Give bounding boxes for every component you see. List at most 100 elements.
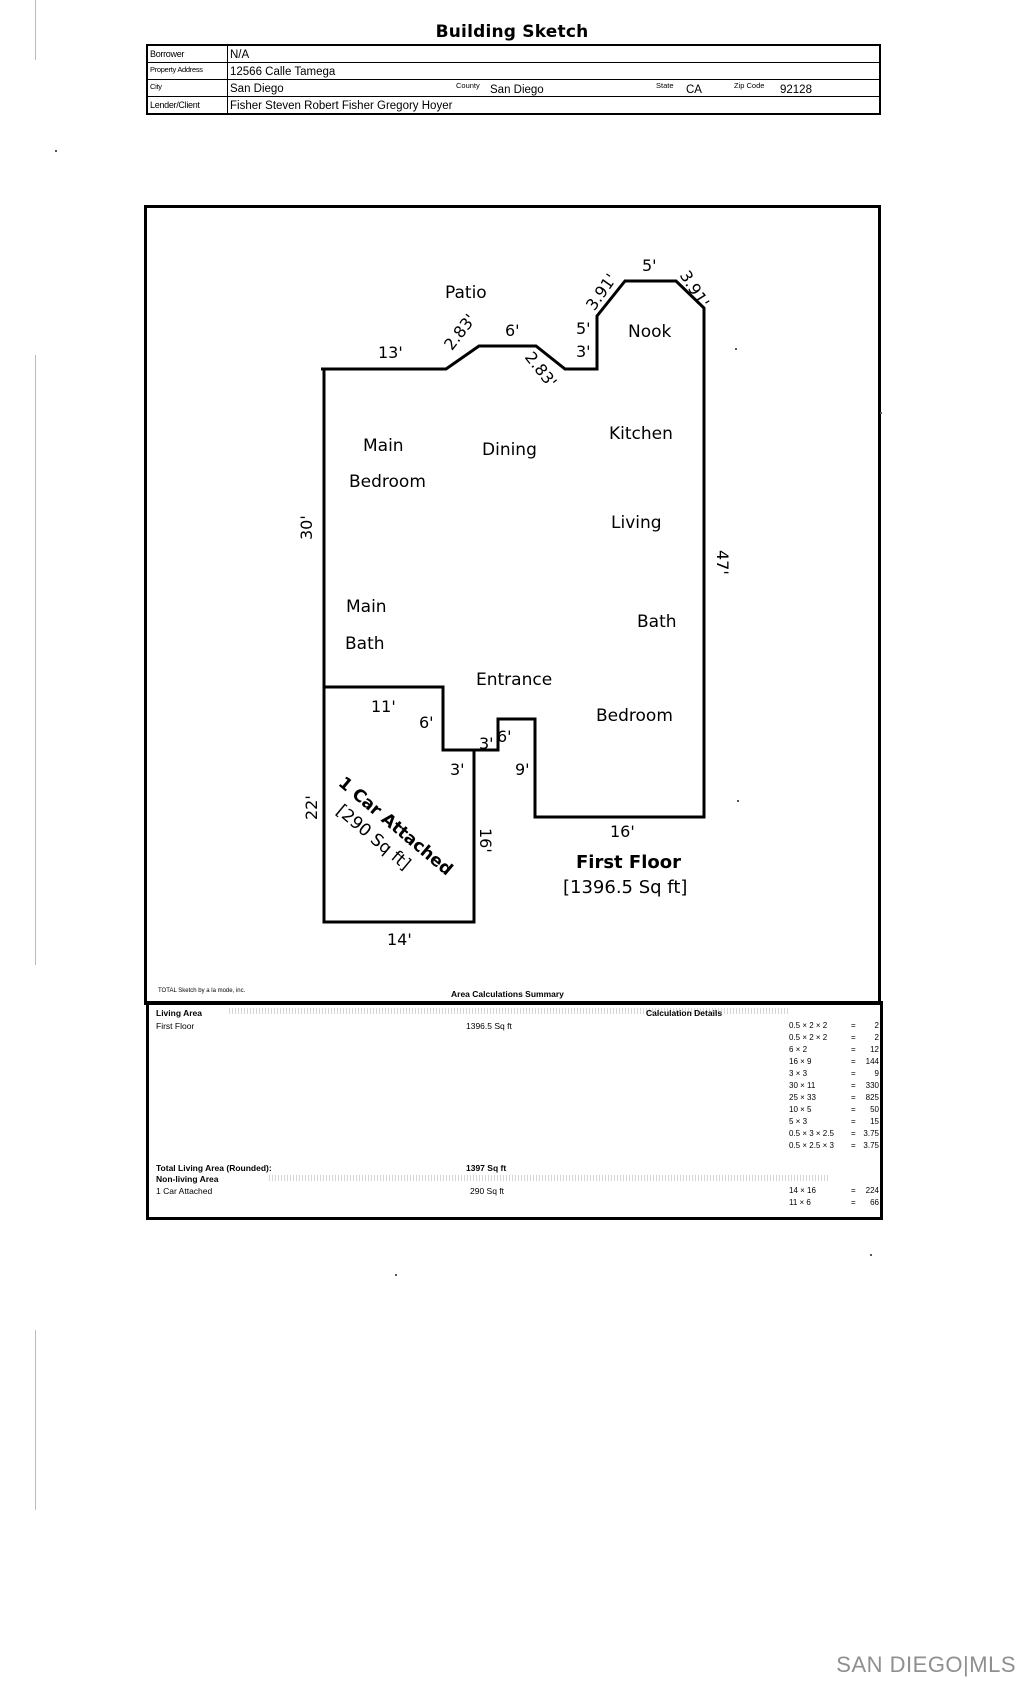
calc-row: 6 × 2 = 12 xyxy=(789,1045,879,1057)
calc-equals: = xyxy=(851,1117,856,1126)
calc-equals: = xyxy=(851,1021,856,1030)
calc-result: 330 xyxy=(865,1081,879,1090)
dim-16-b: 16' xyxy=(610,822,635,841)
zip-label: Zip Code xyxy=(734,81,765,90)
calc-row: 30 × 11 = 330 xyxy=(789,1081,879,1093)
room-living: Living xyxy=(611,513,662,533)
floor-area: [1396.5 Sq ft] xyxy=(563,877,688,898)
garage-summary-area: 290 Sq ft xyxy=(470,1186,505,1196)
calc-result: 3.75 xyxy=(863,1129,879,1138)
room-entrance: Entrance xyxy=(476,670,553,690)
calc-result: 2 xyxy=(874,1033,879,1042)
property-value: 12566 Calle Tamega xyxy=(230,66,336,78)
calc-formula: 5 × 3 xyxy=(789,1117,808,1126)
calc-equals: = xyxy=(851,1069,856,1078)
calc-result: 2 xyxy=(874,1021,879,1030)
calc-result: 9 xyxy=(874,1069,879,1078)
calc-formula: 11 × 6 xyxy=(789,1198,811,1207)
city-value: San Diego xyxy=(230,83,284,95)
dim-14: 14' xyxy=(387,930,412,949)
calc-formula: 14 × 16 xyxy=(789,1186,816,1195)
calc-result: 50 xyxy=(870,1105,879,1114)
calc-equals: = xyxy=(851,1081,856,1090)
calc-result: 12 xyxy=(870,1045,879,1054)
scan-dot xyxy=(395,1274,397,1276)
calc-row: 11 × 6=66 xyxy=(789,1198,879,1210)
calc-result: 144 xyxy=(865,1057,879,1066)
room-kitchen: Kitchen xyxy=(609,424,673,444)
calc-row: 3 × 3 = 9 xyxy=(789,1069,879,1081)
scan-dot xyxy=(870,1254,872,1256)
room-bath: Bath xyxy=(637,612,677,632)
mls-watermark: SAN DIEGO|MLS xyxy=(836,1652,1016,1677)
property-row: Property Address 12566 Calle Tamega xyxy=(148,62,879,80)
county-label: County xyxy=(456,81,480,90)
dim-3-c: 3' xyxy=(450,760,465,779)
dim-3-b: 3' xyxy=(479,734,494,753)
borrower-label: Borrower xyxy=(150,49,185,59)
calc-equals: = xyxy=(851,1105,856,1114)
dim-11: 11' xyxy=(371,697,396,716)
calc-result: 3.75 xyxy=(863,1141,879,1150)
city-label: City xyxy=(150,82,162,91)
scan-dot xyxy=(55,150,57,152)
garage-summary-label: 1 Car Attached xyxy=(156,1186,213,1196)
garage-outline xyxy=(322,685,476,924)
dim-30: 30' xyxy=(297,515,316,540)
dim-5-b: 5' xyxy=(642,256,657,275)
calc-formula: 0.5 × 2 × 2 xyxy=(789,1021,828,1030)
header-table: Borrower N/A Property Address 12566 Call… xyxy=(146,44,881,115)
scan-noise xyxy=(269,1175,829,1181)
calc-formula: 10 × 5 xyxy=(789,1105,812,1114)
state-label: State xyxy=(656,81,674,90)
room-bedroom: Bedroom xyxy=(596,706,673,726)
dim-16-a: 16' xyxy=(476,828,495,853)
room-nook: Nook xyxy=(628,322,672,342)
room-main-bedroom-2: Bedroom xyxy=(349,472,426,492)
city-row: City San Diego County San Diego State CA… xyxy=(148,79,879,97)
calc-formula: 0.5 × 2 × 2 xyxy=(789,1033,828,1042)
scan-edge xyxy=(35,355,36,965)
room-main-bath-1: Main xyxy=(346,597,387,617)
room-main-bedroom-1: Main xyxy=(363,436,404,456)
calc-details-label: Calculation Details xyxy=(646,1008,723,1018)
calc-equals: = xyxy=(851,1129,856,1138)
lender-value: Fisher Steven Robert Fisher Gregory Hoye… xyxy=(230,100,453,112)
calc-equals: = xyxy=(851,1033,856,1042)
borrower-value: N/A xyxy=(230,49,250,61)
calc-formula: 30 × 11 xyxy=(789,1081,816,1090)
total-living-label: Total Living Area (Rounded): xyxy=(156,1163,272,1173)
county-value: San Diego xyxy=(490,84,544,96)
area-summary-table: Living Area Calculation Details First Fl… xyxy=(146,1001,883,1220)
first-floor-area: 1396.5 Sq ft xyxy=(466,1021,512,1031)
calc-formula: 0.5 × 2.5 × 3 xyxy=(789,1141,834,1150)
calc-result: 825 xyxy=(865,1093,879,1102)
calc-row: 0.5 × 2.5 × 3=3.75 xyxy=(789,1141,879,1153)
scan-dot xyxy=(880,412,882,414)
dim-6-a: 6' xyxy=(505,321,520,340)
scan-edge xyxy=(35,1330,36,1510)
room-patio: Patio xyxy=(445,283,487,303)
floor-label: First Floor xyxy=(576,852,682,873)
summary-title: Area Calculations Summary xyxy=(451,989,564,999)
dim-6-c: 6' xyxy=(497,727,512,746)
first-floor-label: First Floor xyxy=(156,1021,195,1031)
lender-label: Lender/Client xyxy=(150,100,200,110)
calc-row: 25 × 33=825 xyxy=(789,1093,879,1105)
sketch-credit: TOTAL Sketch by a la mode, inc. xyxy=(158,988,246,994)
dim-47: 47' xyxy=(713,550,732,575)
calc-row: 0.5 × 3 × 2.5=3.75 xyxy=(789,1129,879,1141)
calc-formula: 3 × 3 xyxy=(789,1069,808,1078)
dim-6-b: 6' xyxy=(419,713,434,732)
calc-equals: = xyxy=(851,1045,856,1054)
calc-formula: 6 × 2 xyxy=(789,1045,808,1054)
scan-noise xyxy=(229,1008,789,1014)
calc-formula: 25 × 33 xyxy=(789,1093,816,1102)
lender-row: Lender/Client Fisher Steven Robert Fishe… xyxy=(148,96,879,114)
scan-edge xyxy=(35,0,36,60)
page-title: Building Sketch xyxy=(435,22,589,42)
dim-9: 9' xyxy=(515,760,530,779)
scan-dot xyxy=(735,348,737,350)
calc-row: 0.5 × 2 × 2 = 2 xyxy=(789,1021,879,1033)
